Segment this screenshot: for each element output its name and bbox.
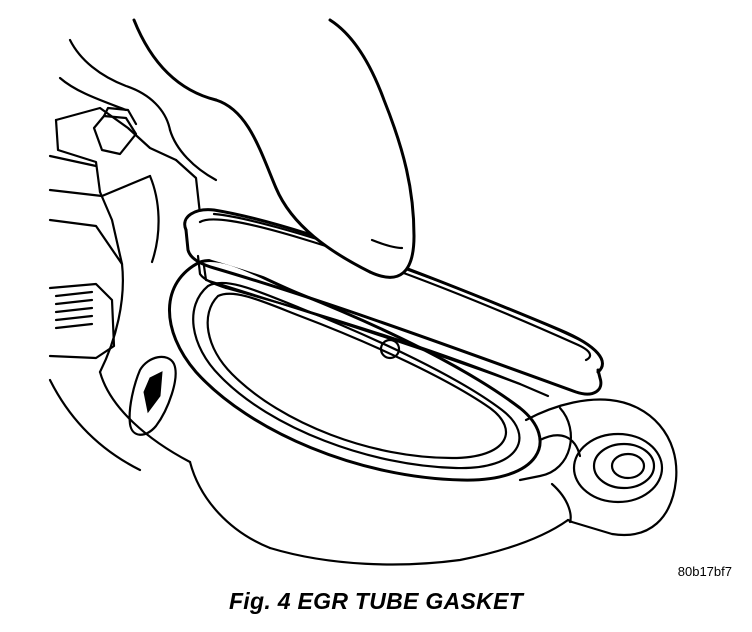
figure-caption: Fig. 4 EGR TUBE GASKET xyxy=(228,588,524,614)
figure-reference-code: 80b17bf7 xyxy=(677,564,732,579)
flange-boss xyxy=(524,398,678,537)
engine-housing xyxy=(48,106,570,566)
technician-finger xyxy=(58,18,416,279)
